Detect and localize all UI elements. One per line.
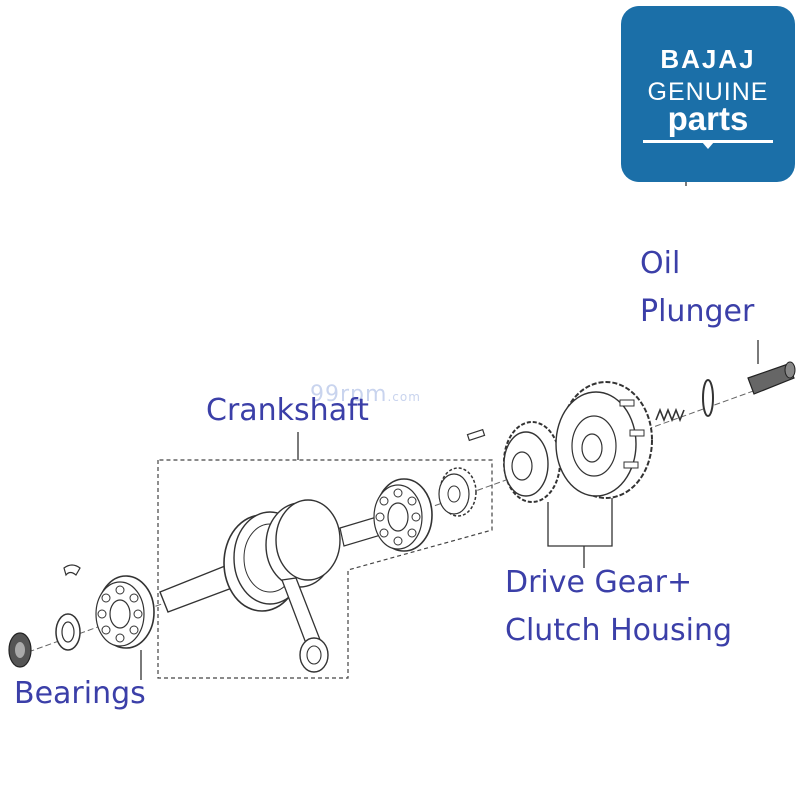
right-bearing-part [373,478,433,552]
left-bearing-part [95,575,155,649]
site-watermark: 99rpm.com [310,382,421,407]
clutch-housing-part [555,381,653,499]
o-ring-part [702,379,714,417]
spring-part [655,407,685,423]
label-drive-gear: Drive Gear+ [505,565,693,600]
key-part [466,428,486,442]
label-plunger: Plunger [640,294,755,329]
logo-underline [643,140,773,143]
logo-arrow-icon [702,142,714,149]
label-bearings: Bearings [14,676,146,711]
logo-genuine: GENUINE [647,78,769,106]
crankshaft-part [159,499,385,673]
drive-gear-leader-line [547,498,613,547]
label-oil: Oil [640,246,681,281]
label-clutch-housing: Clutch Housing [505,613,733,648]
logo-parts: parts [667,100,749,137]
logo-brand: BAJAJ [660,44,756,74]
pinion-gear-part [438,467,477,517]
watermark-main: 99rpm [310,382,388,407]
nut-part [8,632,32,668]
label-crankshaft: Crankshaft [206,393,369,428]
watermark-suffix: .com [387,390,421,404]
drive-gear-part [503,421,561,503]
crankshaft-group-box [157,459,493,679]
oil-plunger-part [747,361,796,395]
bajaj-genuine-parts-logo: BAJAJ GENUINE parts [621,6,795,182]
washer-part [55,613,81,651]
woodruff-key-part [63,564,81,577]
